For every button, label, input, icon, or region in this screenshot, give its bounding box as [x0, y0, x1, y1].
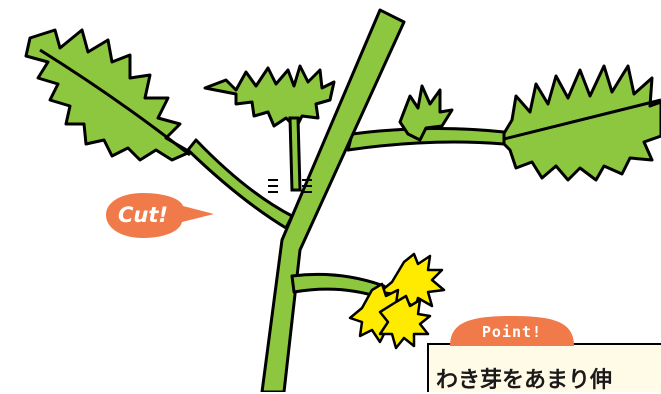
caption-text: わき芽をあまり伸	[436, 368, 613, 393]
right-branch	[346, 126, 506, 152]
left-leaf	[24, 28, 192, 162]
flower-cluster	[348, 252, 446, 350]
cut-marks-icon	[268, 179, 312, 193]
cut-label: Cut!	[118, 203, 168, 227]
right-leaf	[498, 64, 661, 182]
cut-bubble	[106, 193, 214, 238]
small-leaflet	[398, 84, 454, 142]
side-shoot-leaves	[203, 64, 336, 130]
point-tab	[450, 316, 574, 346]
main-stem	[260, 8, 406, 392]
side-shoot-stem	[288, 116, 302, 192]
point-label: Point!	[481, 323, 543, 341]
